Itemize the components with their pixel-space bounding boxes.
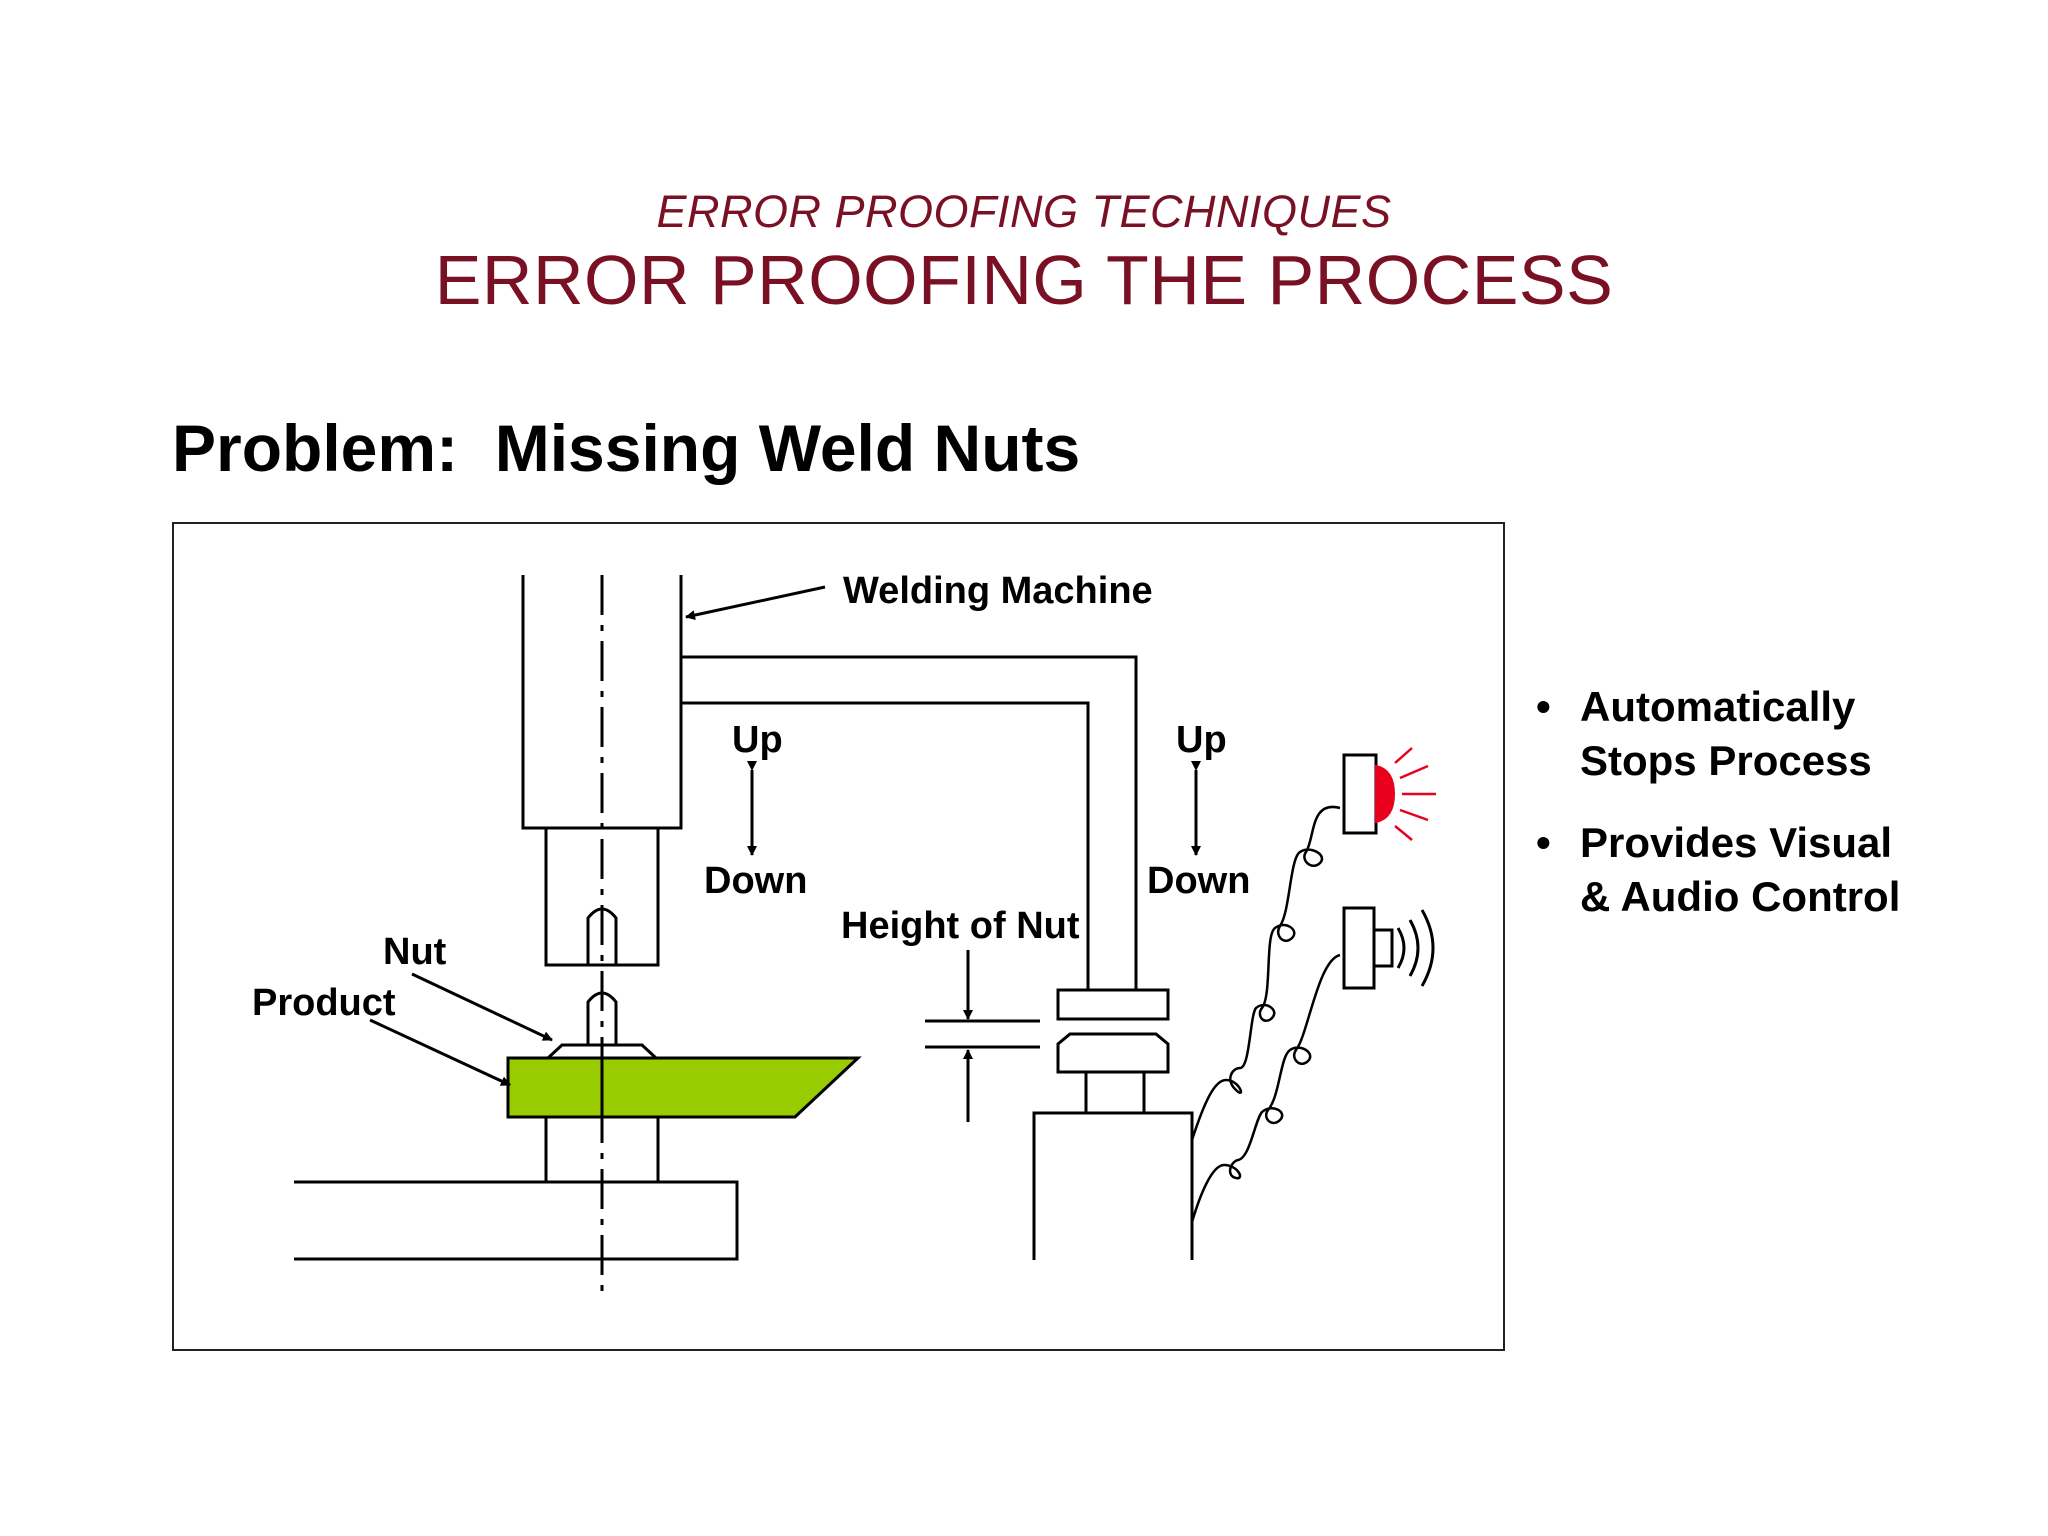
bullet-item: • Automatically Stops Process <box>1536 680 2000 788</box>
signal-wires <box>1190 805 1341 1223</box>
welding-machine-arm <box>681 655 1138 990</box>
label-up-right: Up <box>1176 719 1227 761</box>
label-up-left: Up <box>732 719 783 761</box>
bullet-item: • Provides Visual & Audio Control <box>1536 816 2000 924</box>
bullet-dot: • <box>1536 819 1551 866</box>
label-nut: Nut <box>383 931 447 973</box>
welding-machine-pointer <box>685 585 826 620</box>
label-product: Product <box>252 982 396 1024</box>
slide-subtitle: ERROR PROOFING TECHNIQUES <box>656 186 1392 237</box>
diagram-frame <box>172 522 1505 1351</box>
benefits-list: • Automatically Stops Process • Provides… <box>1536 680 2000 952</box>
audio-alarm-icon <box>1342 906 1435 990</box>
upper-pin <box>586 907 618 965</box>
bullet-line: Provides Visual <box>1580 819 1893 866</box>
lower-pin <box>586 991 618 1045</box>
slide-title: ERROR PROOFING THE PROCESS <box>434 241 1614 319</box>
alarm-light-icon <box>1342 747 1436 841</box>
bullet-line: Stops Process <box>1580 737 1872 784</box>
label-down-left: Down <box>704 860 807 902</box>
height-dimension <box>925 950 1040 1122</box>
nut-height-sensor <box>1032 988 1194 1260</box>
label-height-of-nut: Height of Nut <box>841 905 1080 947</box>
bullet-line: & Audio Control <box>1580 873 1901 920</box>
lower-electrode-base <box>294 1117 739 1261</box>
nut-pointer <box>411 972 553 1042</box>
product-pointer <box>369 1018 511 1087</box>
product-plate <box>506 1056 862 1119</box>
label-welding-machine: Welding Machine <box>843 570 1153 612</box>
problem-heading: Problem: Missing Weld Nuts <box>172 411 1081 485</box>
bullet-line: Automatically <box>1580 683 1856 730</box>
bullet-dot: • <box>1536 683 1551 730</box>
label-down-right: Down <box>1147 860 1250 902</box>
